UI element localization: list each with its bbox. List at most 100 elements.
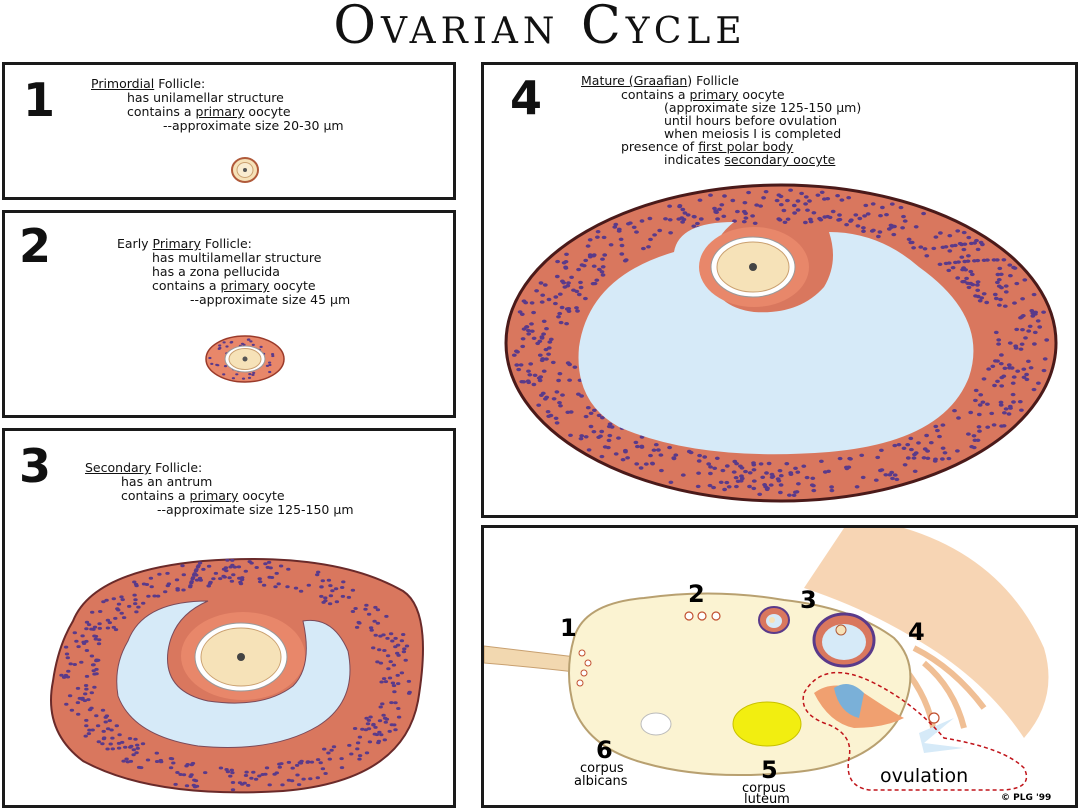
cell-dot (618, 237, 624, 241)
cell-dot (583, 296, 588, 301)
cell-dot (92, 625, 98, 629)
cell-dot (676, 217, 682, 221)
cell-dot (537, 378, 543, 383)
cell-dot (956, 416, 961, 420)
cell-dot (998, 297, 1003, 302)
cell-dot (543, 347, 549, 352)
cell-dot (965, 259, 971, 263)
cell-dot (242, 343, 246, 346)
cell-dot (252, 371, 256, 374)
cell-dot (286, 778, 292, 782)
cell-dot (793, 466, 798, 470)
cell-dot (231, 573, 236, 577)
cell-dot (592, 408, 597, 412)
cell-dot (163, 590, 168, 594)
cell-dot (119, 595, 124, 599)
cell-dot (154, 751, 159, 755)
cell-dot (975, 438, 981, 442)
cell-dot (83, 684, 89, 687)
cell-dot (355, 747, 360, 751)
cell-dot (196, 564, 201, 568)
cell-dot (673, 453, 679, 457)
cell-dot (1011, 375, 1017, 379)
cell-dot (383, 680, 389, 684)
cell-dot (730, 198, 736, 203)
cell-dot (989, 411, 995, 416)
cell-dot (81, 640, 86, 644)
cell-dot (811, 211, 817, 215)
cell-dot (557, 311, 563, 316)
cell-dot (722, 194, 727, 198)
cell-dot (861, 226, 866, 230)
cell-dot (197, 561, 203, 565)
cell-dot (237, 781, 243, 785)
cell-dot (902, 219, 908, 223)
cell-dot (623, 258, 629, 262)
cell-dot (990, 364, 996, 368)
cell-dot (975, 283, 980, 287)
cell-dot (712, 466, 718, 470)
cell-dot (381, 633, 386, 637)
cell-dot (326, 578, 332, 582)
cell-dot (643, 462, 649, 466)
cell-dot (659, 468, 664, 473)
cell-dot (751, 463, 757, 467)
cell-dot (373, 725, 378, 729)
cell-dot (216, 364, 220, 367)
cell-dot (925, 456, 931, 460)
cell-dot (595, 235, 600, 239)
cell-dot (105, 747, 110, 751)
cell-dot (732, 219, 737, 223)
cell-dot (92, 685, 97, 689)
cell-dot (606, 438, 612, 443)
cell-dot (277, 765, 282, 769)
cell-dot (525, 379, 531, 383)
cell-dot (719, 203, 725, 207)
cell-dot (247, 338, 251, 341)
cell-dot (276, 582, 281, 586)
cell-dot (819, 190, 825, 194)
cell-dot (908, 436, 914, 441)
cell-dot (531, 310, 536, 315)
cell-dot (113, 616, 118, 620)
cell-dot (178, 773, 183, 776)
cell-dot (857, 216, 863, 221)
cell-dot (883, 473, 889, 477)
cell-dot (69, 708, 75, 712)
cell-dot (146, 594, 151, 598)
cell-dot (785, 198, 790, 203)
cell-dot (327, 602, 333, 606)
cell-dot (65, 675, 71, 679)
cell-dot (811, 488, 817, 493)
cell-dot (829, 485, 834, 489)
cell-dot (1007, 341, 1013, 345)
cell-dot (600, 273, 606, 277)
cell-dot (531, 336, 537, 340)
cell-dot (995, 272, 1001, 277)
cell-dot (520, 337, 526, 341)
cell-dot (278, 564, 284, 568)
cell-dot (251, 770, 256, 774)
cell-dot (546, 297, 552, 302)
cell-dot (141, 582, 147, 586)
cell-dot (999, 353, 1004, 357)
cell-dot (534, 289, 539, 293)
cell-dot (1001, 374, 1007, 378)
cell-dot (778, 490, 783, 495)
cell-dot (818, 218, 824, 222)
cell-dot (527, 373, 533, 377)
cell-dot (117, 733, 122, 737)
cell-dot (801, 464, 807, 468)
cell-dot (340, 594, 346, 598)
cell-dot (373, 633, 378, 637)
cell-dot (583, 258, 589, 263)
cell-dot (602, 253, 608, 257)
cell-dot (257, 774, 262, 778)
cell-dot (218, 344, 222, 347)
cell-dot (121, 759, 126, 763)
cell-dot (541, 369, 547, 373)
cell-dot (932, 459, 938, 463)
cell-dot (333, 587, 339, 591)
cell-dot (635, 444, 640, 449)
cell-dot (961, 247, 967, 252)
